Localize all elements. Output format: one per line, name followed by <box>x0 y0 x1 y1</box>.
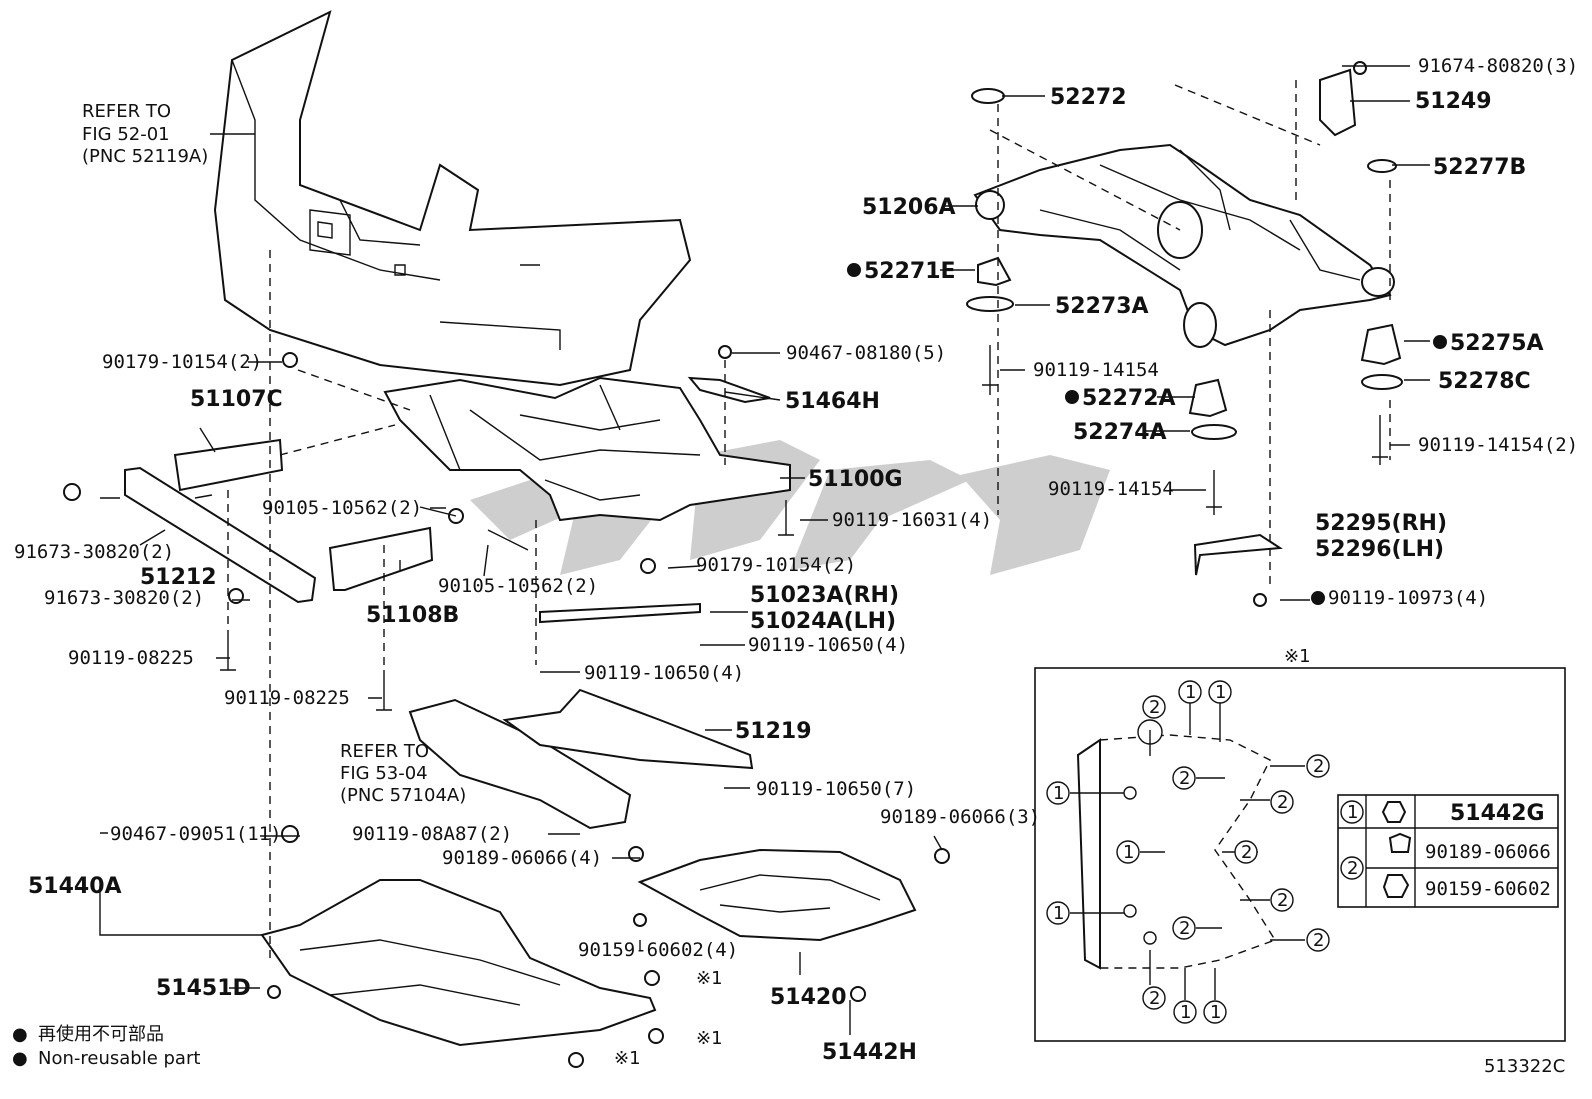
label-52295: 52295(RH) <box>1315 511 1447 536</box>
label-51464H: 51464H <box>785 389 880 414</box>
inset-part-2: 90189-06066 <box>1425 841 1551 863</box>
svg-text:2: 2 <box>1277 792 1288 813</box>
label-90467-09051: 90467-09051(11) <box>110 823 282 845</box>
label-91674: 91674-80820(3) <box>1418 55 1578 77</box>
label-51219: 51219 <box>735 719 812 744</box>
svg-text:2: 2 <box>1313 930 1324 951</box>
label-52274A: 52274A <box>1073 420 1167 445</box>
svg-text:2: 2 <box>1149 697 1160 718</box>
svg-text:1: 1 <box>1185 682 1196 703</box>
label-90467-08180: 90467-08180(5) <box>786 342 946 364</box>
legend-mark-2: ● <box>12 1048 28 1069</box>
svg-text:2: 2 <box>1149 988 1160 1009</box>
legend-mark-1: ● <box>12 1024 28 1045</box>
svg-text:1: 1 <box>1180 1002 1191 1023</box>
label-52296: 52296(LH) <box>1315 537 1444 562</box>
refer-bumper-line1: REFER TO <box>82 101 171 122</box>
svg-text:2: 2 <box>1313 756 1324 777</box>
note-mark-3: ※1 <box>614 1048 641 1069</box>
leader-lines <box>99 65 1430 1035</box>
label-51451D: 51451D <box>156 976 251 1001</box>
label-90189-06066-3: 90189-06066(3) <box>880 806 1040 828</box>
rear-crossmember <box>973 143 1395 348</box>
note-mark-2: ※1 <box>696 1028 723 1049</box>
label-90189-06066-4: 90189-06066(4) <box>442 847 602 869</box>
svg-text:1: 1 <box>1053 783 1064 804</box>
label-90119-08225-b: 90119-08225 <box>224 687 350 709</box>
refer-cover-line3: (PNC 57104A) <box>340 785 466 806</box>
front-crossmember <box>383 376 791 522</box>
svg-text:1: 1 <box>1053 903 1064 924</box>
label-51107C: 51107C <box>190 387 283 412</box>
label-52275A: 52275A <box>1450 331 1544 356</box>
label-51100G: 51100G <box>808 467 903 492</box>
legend-text-en: Non-reusable part <box>38 1048 200 1069</box>
inset-part-1: 51442G <box>1450 801 1545 826</box>
label-90119-10650-c: 90119-10650(7) <box>756 778 916 800</box>
svg-text:2: 2 <box>1347 858 1358 879</box>
label-90119-10650-b: 90119-10650(4) <box>584 662 744 684</box>
note-mark-1: ※1 <box>696 968 723 989</box>
label-51212: 51212 <box>140 565 217 590</box>
refer-cover-line2: FIG 53-04 <box>340 763 428 784</box>
label-90119-14154-a: 90119-14154 <box>1033 359 1159 381</box>
label-52272A: 52272A <box>1082 386 1176 411</box>
label-91673-a: 91673-30820(2) <box>14 541 174 563</box>
inset-part-3: 90159-60602 <box>1425 878 1551 900</box>
inset-title: ※1 <box>1284 646 1311 667</box>
svg-text:1: 1 <box>1210 1002 1221 1023</box>
svg-text:1: 1 <box>1123 842 1134 863</box>
inset-key-circles: 1 1 2 1 2 2 2 1 2 2 1 2 2 2 1 1 1 2 <box>1046 680 1364 1024</box>
label-52273A: 52273A <box>1055 294 1149 319</box>
svg-text:1: 1 <box>1215 682 1226 703</box>
refer-bumper-line2: FIG 52-01 <box>82 124 170 145</box>
label-90105-10562-a: 90105-10562(2) <box>262 497 422 519</box>
label-90179-10154-a: 90179-10154(2) <box>102 351 262 373</box>
label-91673-b: 91673-30820(2) <box>44 587 204 609</box>
nonreusable-dot <box>1433 335 1447 349</box>
label-90119-14154-2: 90119-14154(2) <box>1418 434 1578 456</box>
label-90105-10562-b: 90105-10562(2) <box>438 575 598 597</box>
label-51024A: 51024A(LH) <box>750 609 896 634</box>
label-90119-08225-a: 90119-08225 <box>68 647 194 669</box>
svg-text:2: 2 <box>1277 890 1288 911</box>
callout-labels: REFER TO FIG 52-01 (PNC 52119A) REFER TO… <box>12 55 1578 1077</box>
label-90179-10154-b: 90179-10154(2) <box>696 554 856 576</box>
refer-bumper-line3: (PNC 52119A) <box>82 146 208 167</box>
figure-code: 513322C <box>1484 1056 1565 1077</box>
label-90119-10650-a: 90119-10650(4) <box>748 634 908 656</box>
front-bumper <box>213 10 692 387</box>
label-52277B: 52277B <box>1433 155 1526 180</box>
svg-text:2: 2 <box>1179 768 1190 789</box>
label-90119-08A87: 90119-08A87(2) <box>352 823 512 845</box>
label-52272: 52272 <box>1050 85 1127 110</box>
label-51442H: 51442H <box>822 1040 917 1065</box>
label-51023A: 51023A(RH) <box>750 583 899 608</box>
engine-under-covers <box>260 848 917 1047</box>
label-51440A: 51440A <box>28 874 122 899</box>
svg-text:2: 2 <box>1241 842 1252 863</box>
label-90119-10973: 90119-10973(4) <box>1328 587 1488 609</box>
nonreusable-dot <box>1311 591 1325 605</box>
label-52271E: 52271E <box>864 259 956 284</box>
label-90119-14154-b: 90119-14154 <box>1048 478 1174 500</box>
label-51108B: 51108B <box>366 603 459 628</box>
label-90159-60602: 90159-60602(4) <box>578 939 738 961</box>
refer-cover-line1: REFER TO <box>340 741 429 762</box>
nonreusable-dot <box>847 263 861 277</box>
rear-mount-parts <box>966 68 1403 576</box>
label-90119-16031: 90119-16031(4) <box>832 509 992 531</box>
label-51249: 51249 <box>1415 89 1492 114</box>
label-52278C: 52278C <box>1438 369 1531 394</box>
label-51420: 51420 <box>770 985 847 1010</box>
svg-text:1: 1 <box>1347 802 1358 823</box>
nonreusable-dot <box>1065 390 1079 404</box>
label-51206A: 51206A <box>862 195 956 220</box>
svg-text:2: 2 <box>1179 918 1190 939</box>
legend-text-jp: 再使用不可部品 <box>38 1024 164 1045</box>
